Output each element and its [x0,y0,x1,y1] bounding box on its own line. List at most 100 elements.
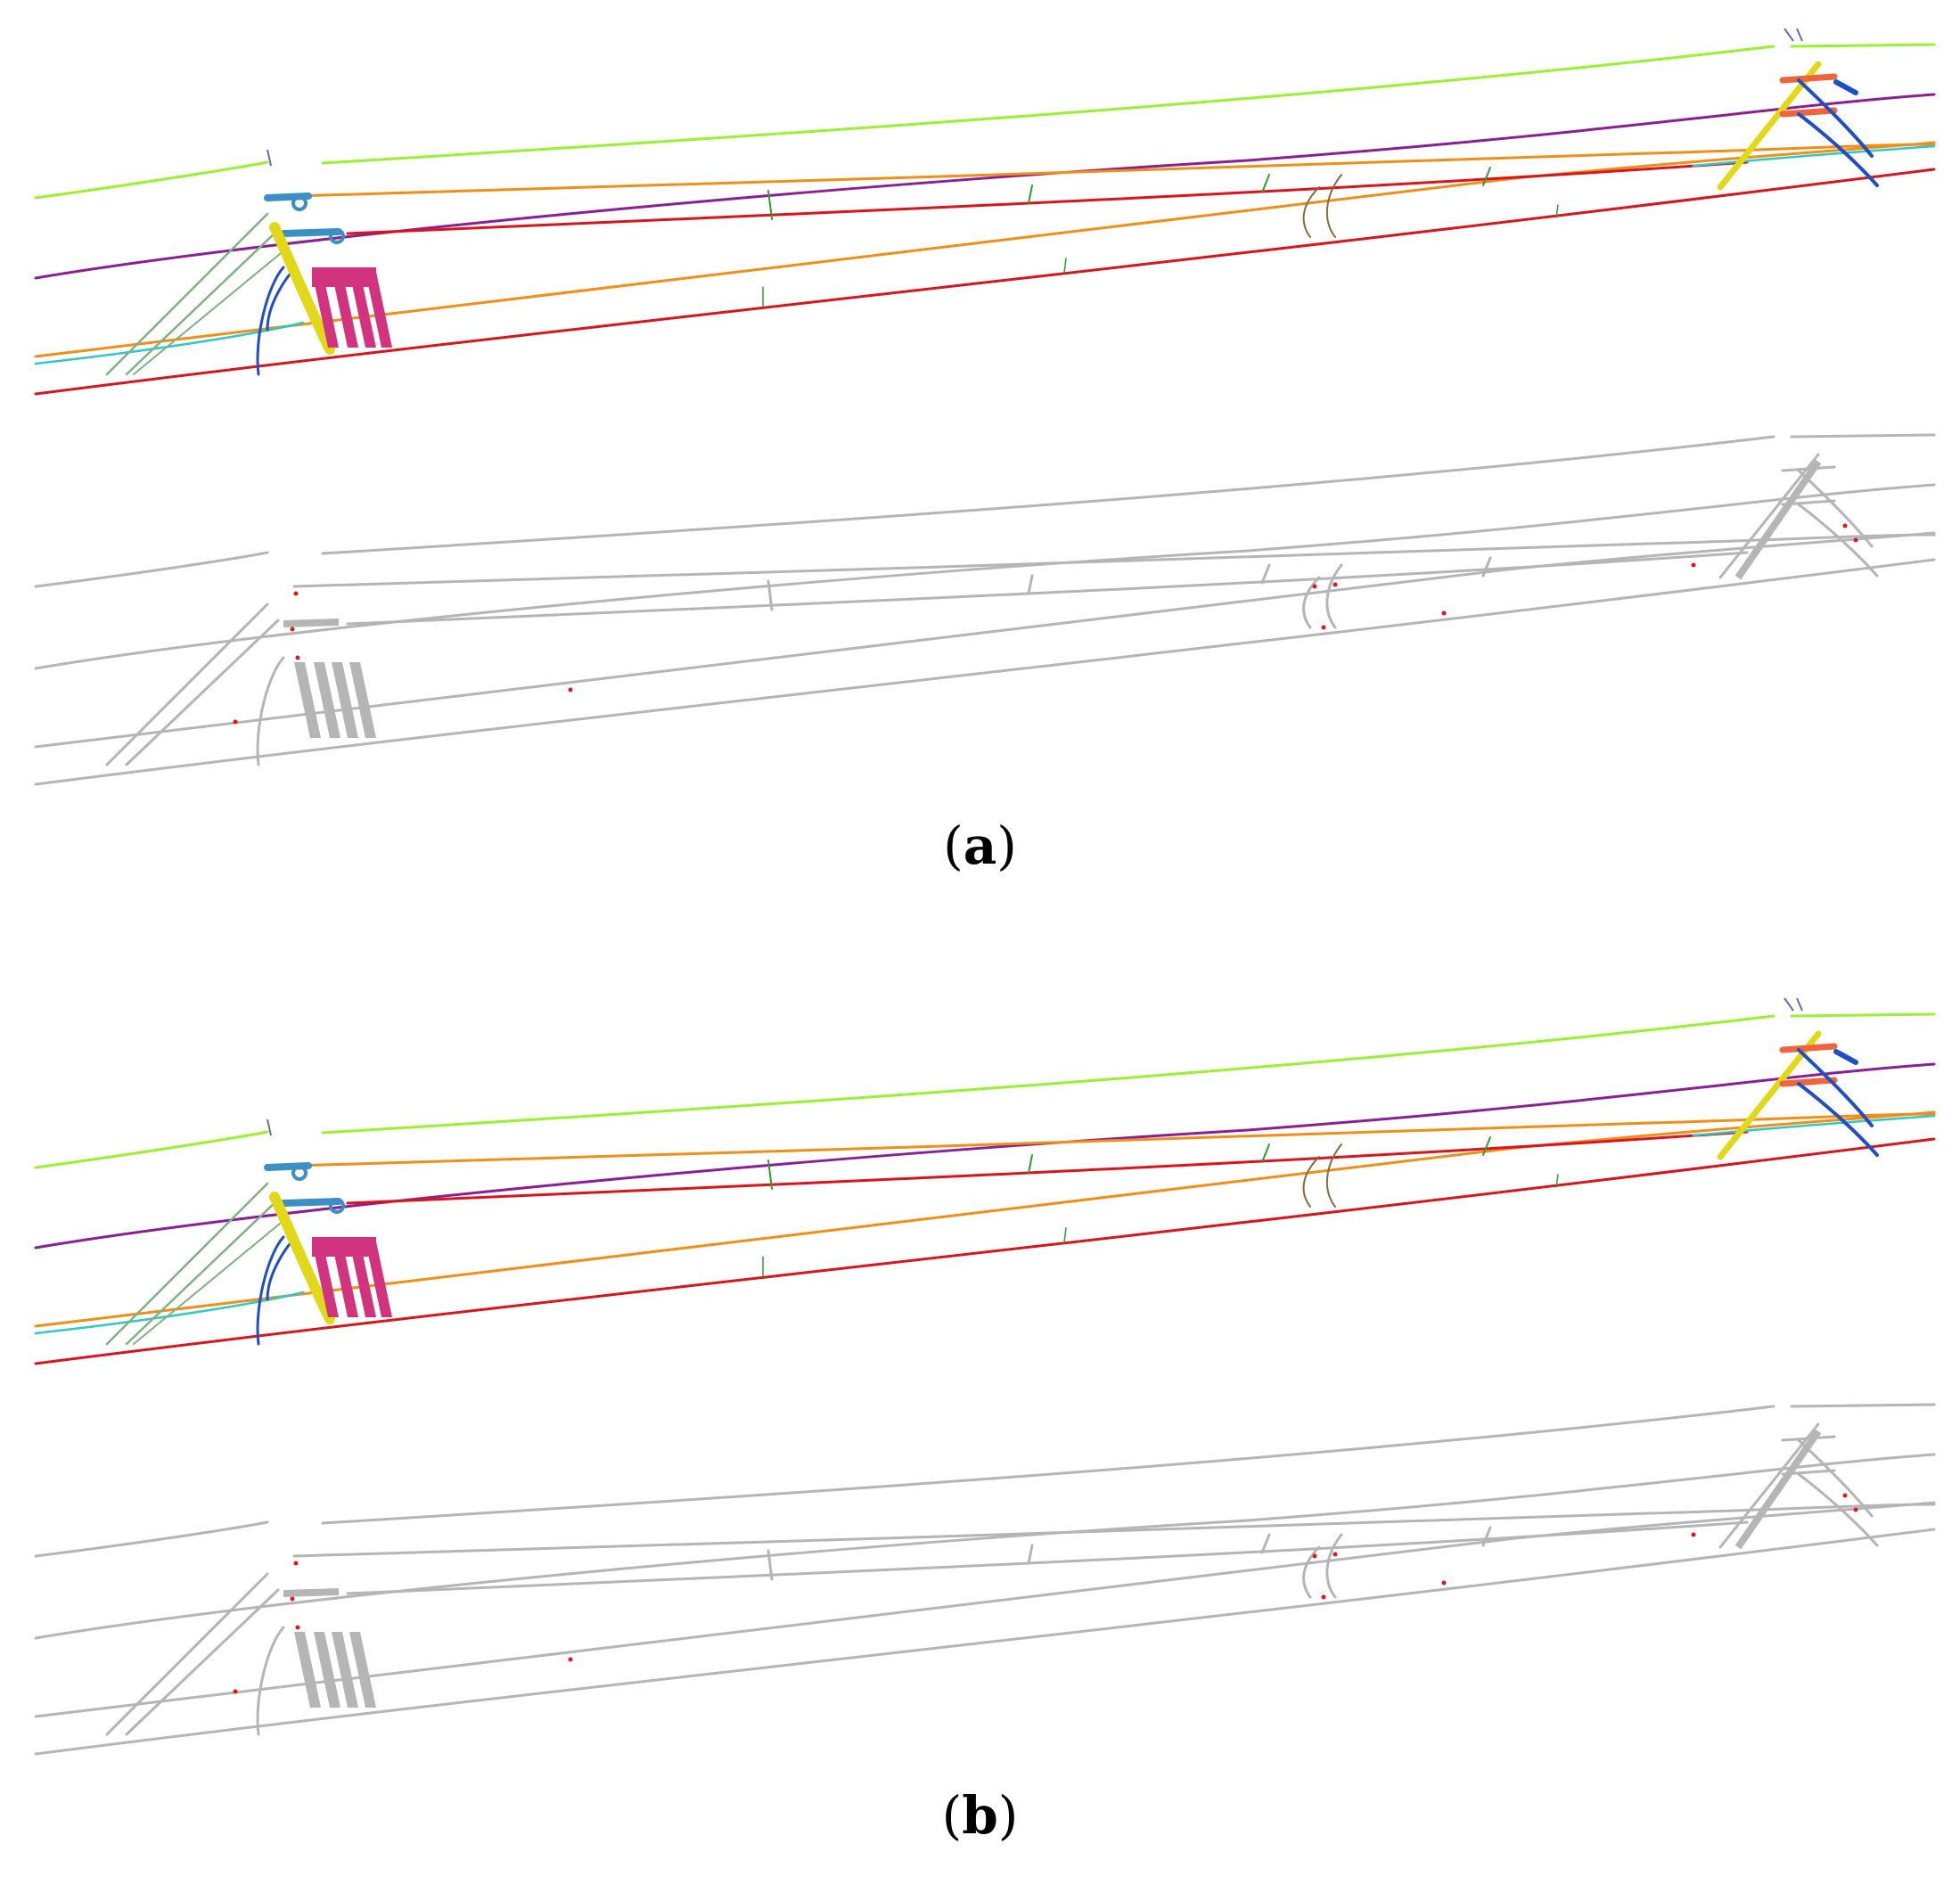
messenger-wire-top [34,1012,1936,1169]
dropper-7 [1555,1174,1559,1188]
colored-point-cloud [34,997,1936,1365]
dropper-7 [1555,204,1559,218]
gray-wire [34,1403,1936,1558]
gray-bracket [349,662,376,738]
gray-wire [1302,1533,1343,1599]
misclassified-point [1312,1553,1317,1559]
gray-wire [1027,1544,1034,1565]
cantilever-head [312,1237,376,1257]
support-arm-left-2 [125,228,280,376]
insulator-ring [291,1165,308,1181]
cantilever-bar [312,272,339,348]
misclassified-point [233,1689,238,1694]
gray-wire [292,533,1936,588]
dropper-3 [1261,174,1270,193]
cantilever-bar [312,1241,339,1317]
gray-bracket [294,662,321,738]
gray-wire [767,579,774,611]
cantilever-bar [349,272,376,348]
gray-mast [1734,1429,1822,1550]
mast-right-2 [1797,1082,1879,1157]
panel-b-letter: b [962,1785,998,1846]
gray-wire [34,1528,1936,1756]
mast-right-3 [1833,1049,1858,1065]
gray-wire [105,1572,269,1736]
colored-point-cloud [34,28,1936,396]
gray-wire [1481,556,1492,578]
gray-wire [256,1626,285,1736]
contact-wire-upper [292,143,1936,198]
support-arm-left-3 [133,249,286,375]
gray-bracket [332,662,358,738]
dropper-4 [1482,167,1491,186]
gray-bracket [332,1632,358,1708]
feeder-wire [34,1062,1936,1250]
gray-point-cloud [34,433,1936,786]
crossarm-right-1 [1779,73,1838,84]
insulator-ring [329,228,345,244]
support-arm-left-1 [105,1182,269,1346]
insulator-left-2 [280,228,342,237]
contact-wire-upper [292,1112,1936,1168]
gray-wire [1718,1422,1820,1549]
mast-left [256,1235,298,1346]
feeder-wire [34,93,1936,280]
misclassified-point [1691,562,1696,568]
pole-top-points [267,997,1803,1136]
panel-b: (b) [0,970,1960,1861]
mast-right-1 [1797,78,1874,158]
gray-wire [1797,503,1879,578]
support-arm-left-2 [125,1198,280,1346]
mast-right-1 [1797,1048,1874,1127]
insulator-left-2 [280,1198,342,1207]
gray-wire [256,656,285,766]
gray-wire [34,483,1936,670]
cantilever-block-left [312,1237,392,1317]
misclassified-point [1333,1552,1338,1557]
misclassified-point [1321,625,1326,630]
gray-wire [34,558,1936,786]
cantilever-bar [365,1241,392,1317]
misclassified-point [293,1561,299,1566]
crossarm-right-1 [1779,1043,1838,1053]
dropper-5 [1063,1227,1067,1243]
misclassified-point [290,1596,295,1602]
gray-bracket [314,1632,340,1708]
misclassified-point [295,1625,300,1630]
misclassified-point [568,1657,573,1662]
misclassified-point [1691,1532,1696,1537]
gray-wire [1481,1526,1492,1547]
misclassified-point [1853,537,1858,543]
panel-a: (a) [0,0,1960,891]
misclassified-point [233,719,238,725]
dropper-4 [1482,1136,1491,1156]
bracket-left [269,1192,335,1324]
bracket-left [269,222,335,355]
cantilever-head [312,267,376,287]
misclassified-point [1333,582,1338,587]
support-arm-left-1 [105,212,269,376]
rail-red-upper [346,160,1749,235]
gray-wire [1260,563,1271,585]
gray-wire [1718,453,1820,579]
dropper-5 [1063,258,1067,274]
dropper-1 [767,1159,773,1190]
gray-insulator [283,1588,340,1597]
misclassified-point [1441,1580,1447,1586]
pole-top-points [267,28,1803,167]
gray-wire [292,1503,1936,1558]
dropper-8 [1302,174,1342,238]
gray-wire [1260,1533,1271,1554]
gray-wire [125,1588,280,1736]
cantilever-block-left [312,267,392,348]
insulator-ring [291,195,308,211]
dropper-8 [1302,1143,1342,1208]
panel-a-caption: (a) [943,815,1017,876]
cantilever-bar [365,272,392,348]
panel-b-caption: (b) [941,1785,1019,1846]
misclassified-point [568,687,573,692]
misclassified-point [1842,523,1848,529]
gray-wire [105,602,269,766]
gray-wire [346,1520,1749,1595]
